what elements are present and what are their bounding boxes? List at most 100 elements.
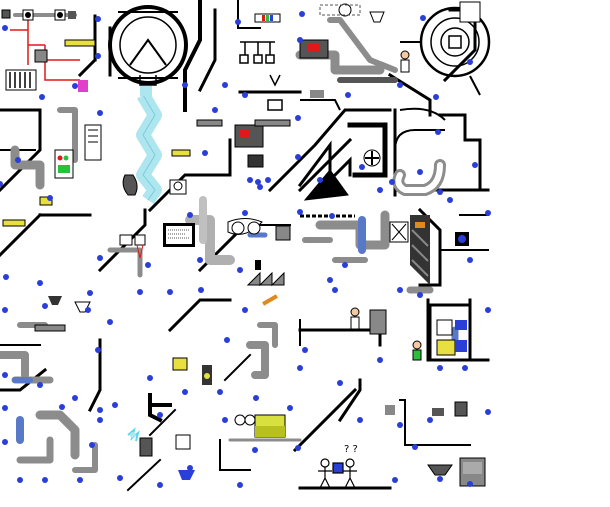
node-dot [389,179,395,185]
machine-housing [369,303,472,362]
node-dot [97,255,103,261]
node-dot [37,280,43,286]
node-dot [2,307,8,313]
node-dot [397,422,403,428]
node-dot [117,475,123,481]
node-dot [235,19,241,25]
node-dot [447,197,453,203]
node-dot [187,212,193,218]
node-dot [237,482,243,488]
curved-chute [394,107,446,151]
pipes [0,13,446,473]
node-dot [187,465,193,471]
question-marks: ? ? [344,444,358,455]
node-dot [224,337,230,343]
node-dot [287,405,293,411]
node-dot [145,262,151,268]
node-dot [327,277,333,283]
node-dot [252,447,258,453]
valve-icon [1,9,76,21]
node-dot [222,82,228,88]
node-dot [112,402,118,408]
wheel-icon [108,5,188,86]
node-dot [95,16,101,22]
node-dot [202,150,208,156]
node-dot [255,179,261,185]
node-dot [377,357,383,363]
node-dot [167,289,173,295]
node-dot [433,94,439,100]
robot-arm-icon [239,41,283,111]
node-dot [15,157,21,163]
node-dot [147,375,153,381]
node-dot [198,287,204,293]
node-dot [377,187,383,193]
node-dot [332,287,338,293]
node-dot [485,210,491,216]
node-dot [265,177,271,183]
control-panel [5,39,96,92]
red-wires [10,18,80,81]
node-dot [253,395,259,401]
node-dot [39,94,45,100]
node-dot [297,37,303,43]
node-dot [329,213,335,219]
node-dot [485,307,491,313]
node-dot [437,476,443,482]
node-dot [237,267,243,273]
fan-icon [363,149,409,243]
lightbulb-icon [122,174,138,196]
node-dot [95,347,101,353]
blue-pipes [12,216,459,444]
worker-icon [350,50,422,361]
node-dot [467,59,473,65]
node-dot [297,209,303,215]
stick-figure-icon [318,458,357,489]
node-dot [242,92,248,98]
node-dot [217,389,223,395]
node-dot [157,412,163,418]
node-dot [107,319,113,325]
node-dot [0,181,3,187]
node-dot [2,439,8,445]
spiral-track [400,6,491,96]
node-dot [2,405,8,411]
node-dot [77,477,83,483]
node-dot [72,83,78,89]
switch-box [54,124,102,179]
node-dot [397,287,403,293]
node-dot [295,154,301,160]
small-devices [2,196,469,480]
node-dot [485,409,491,415]
node-dot [2,372,8,378]
node-dot [317,177,323,183]
monitor-icon [163,124,291,247]
node-dot [42,477,48,483]
water-channel [136,86,162,205]
node-dot [222,417,228,423]
node-dot [359,164,365,170]
tank-icon [234,414,486,487]
node-dot [392,477,398,483]
node-dot [95,53,101,59]
node-dot [397,82,403,88]
node-dot [467,257,473,263]
node-dot [417,292,423,298]
node-dot [412,444,418,450]
node-dot [427,417,433,423]
node-dot [417,169,423,175]
node-dot [97,417,103,423]
node-dot [97,407,103,413]
node-dot [157,482,163,488]
node-dot [467,481,473,487]
node-dot [182,389,188,395]
node-dot [137,289,143,295]
node-dot [257,184,263,190]
node-dot [182,82,188,88]
node-dot [462,365,468,371]
node-dot [472,162,478,168]
spark-icon [127,427,140,442]
node-dot [17,477,23,483]
